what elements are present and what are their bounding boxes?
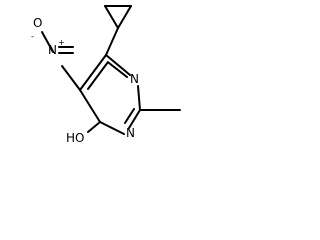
bond-c6-n1 <box>105 54 131 76</box>
pyrimidine-ring <box>79 27 141 135</box>
nitro-oxygen-top-label: O <box>33 16 42 30</box>
ring-nitrogen-upper-label: N <box>130 72 139 86</box>
nitro-oxygen-charge: - <box>31 32 34 41</box>
cyclopropyl-group <box>104 5 132 29</box>
chemical-structure: O - N + N N HO <box>31 5 181 145</box>
hydroxyl-label: HO <box>66 131 84 145</box>
bond-c2-n3 <box>128 109 141 129</box>
bond-c2-n3-inner <box>124 108 135 124</box>
bond-c5-c6 <box>79 54 107 91</box>
bond-cyclopropyl-c6 <box>105 27 119 56</box>
nitro-nitrogen-label: N <box>48 43 57 57</box>
substituents <box>41 31 181 133</box>
bond-n1-c2 <box>137 85 141 111</box>
bond-c5-c6-inner <box>87 61 109 90</box>
cyclopropyl-bond-left <box>104 5 119 29</box>
bond-nitro-n-o-top <box>41 31 54 53</box>
bond-c5-nitro-n <box>61 65 81 91</box>
bond-c6-n1-inner <box>108 62 128 78</box>
bond-c4-c5 <box>79 89 101 123</box>
ring-nitrogen-lower-label: N <box>126 126 135 140</box>
bond-n3-c4 <box>99 121 125 135</box>
bond-c4-hydroxyl <box>87 121 101 133</box>
nitro-nitrogen-charge: + <box>58 38 65 47</box>
cyclopropyl-bond-right <box>117 5 132 29</box>
atom-labels: O - N + N N HO <box>31 16 139 145</box>
